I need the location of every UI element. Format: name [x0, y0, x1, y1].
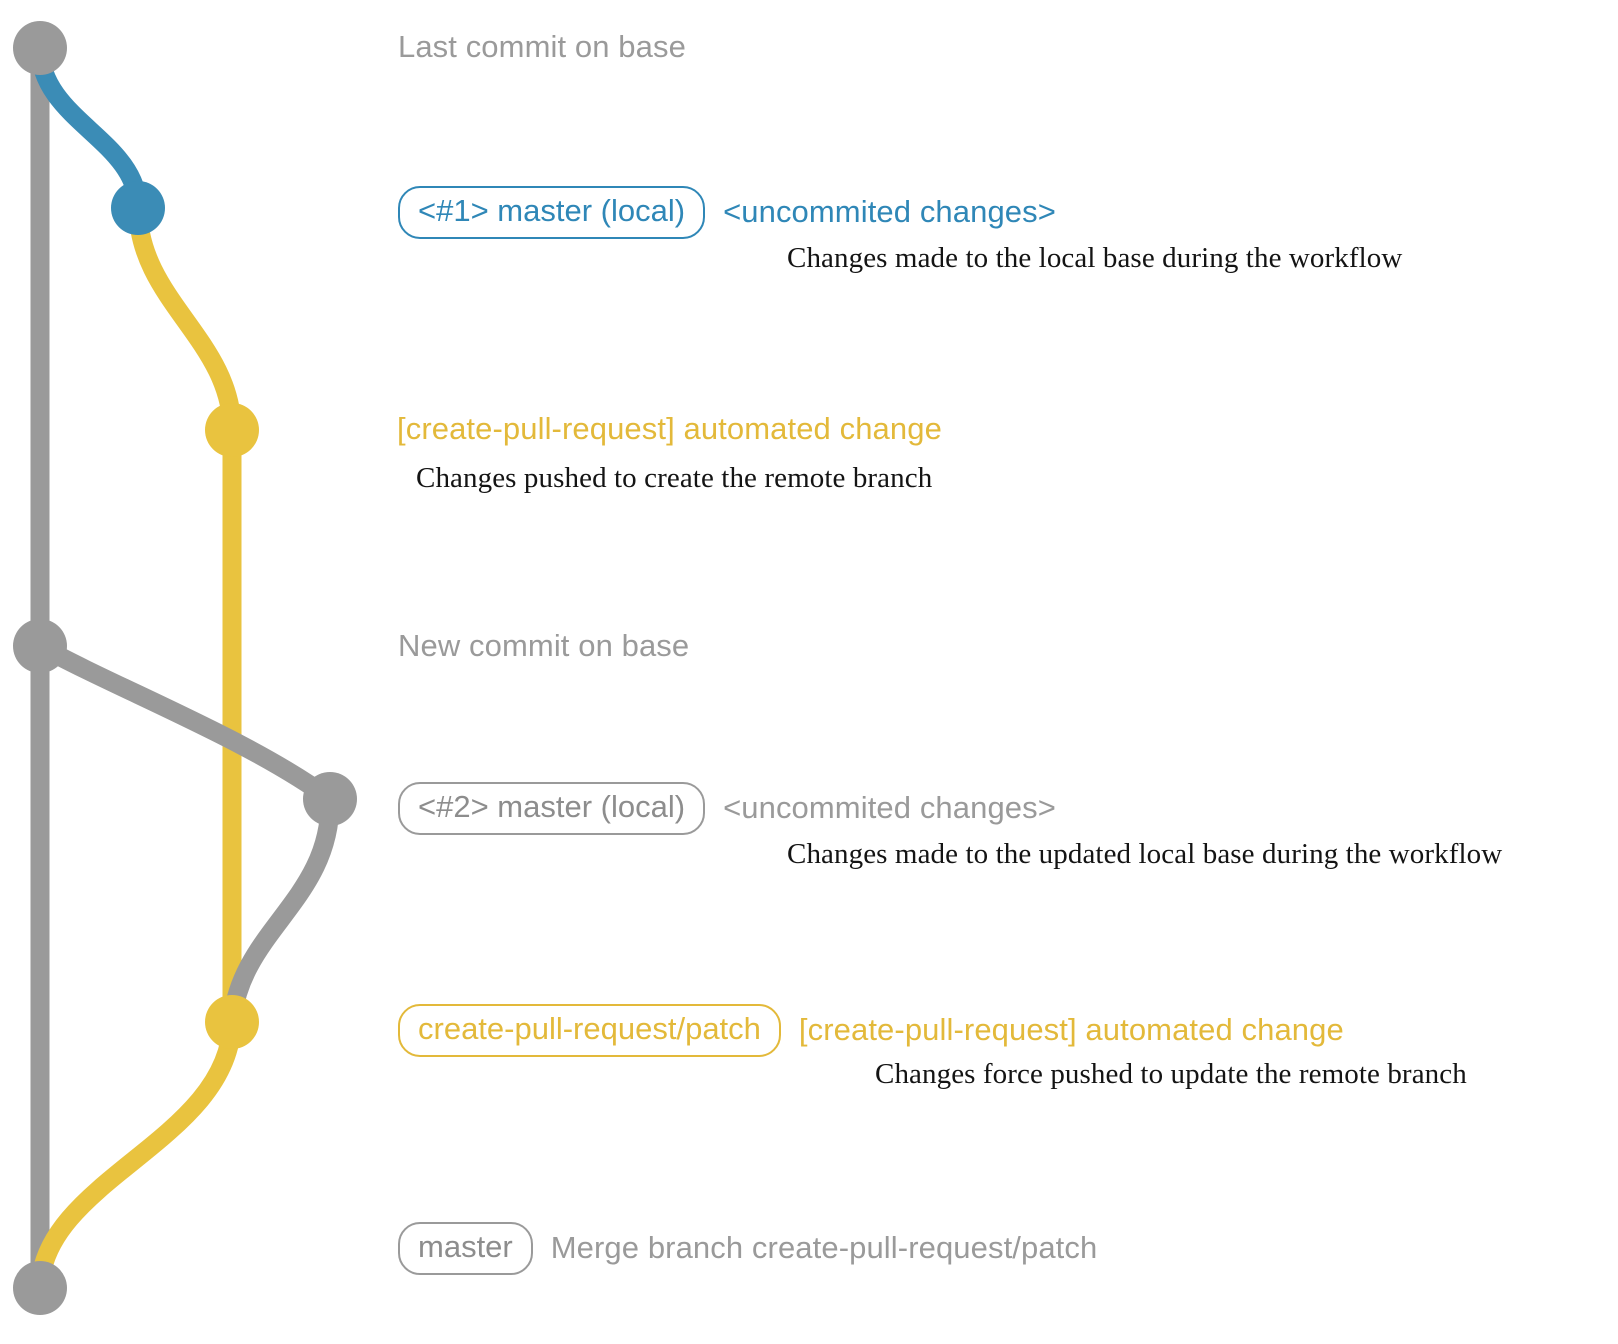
commit-subject-automated-change-1: [create-pull-request] automated change	[397, 411, 942, 446]
commit-subject-merge-commit: Merge branch create-pull-request/patch	[550, 1230, 1098, 1266]
annotation-row-merge-commit: master Merge branch create-pull-request/…	[398, 1222, 1097, 1275]
commit-description-local-commit-2: Changes made to the updated local base d…	[787, 838, 1503, 870]
ref-badge-master[interactable]: master	[398, 1222, 533, 1275]
commit-description-automated-change-2: Changes force pushed to update the remot…	[875, 1058, 1467, 1090]
annotation-row-local-commit-2: <#2> master (local) <uncommited changes>	[398, 782, 1056, 835]
ref-badge-master-local-1[interactable]: <#1> master (local)	[398, 186, 706, 239]
annotation-row-local-commit-1: <#1> master (local) <uncommited changes>	[398, 186, 1056, 239]
commit-subject-last-commit-on-base: Last commit on base	[398, 29, 686, 64]
annotation-row-new-commit-on-base: New commit on base	[398, 628, 690, 663]
commit-subject-new-commit-on-base: New commit on base	[398, 628, 690, 663]
ref-badge-create-pull-request-patch[interactable]: create-pull-request/patch	[398, 1004, 781, 1057]
annotation-row-automated-change-2: create-pull-request/patch [create-pull-r…	[398, 1004, 1344, 1057]
ref-badge-master-local-2[interactable]: <#2> master (local)	[398, 782, 706, 835]
commit-subject-local-commit-2: <uncommited changes>	[723, 790, 1056, 826]
commit-subject-local-commit-1: <uncommited changes>	[723, 194, 1056, 230]
annotation-row-last-commit-on-base: Last commit on base	[398, 29, 686, 64]
commit-subject-automated-change-2: [create-pull-request] automated change	[798, 1012, 1344, 1048]
commit-description-automated-change-1: Changes pushed to create the remote bran…	[416, 462, 933, 494]
annotation-row-automated-change-1: [create-pull-request] automated change	[397, 411, 942, 446]
commit-description-local-commit-1: Changes made to the local base during th…	[787, 242, 1403, 274]
